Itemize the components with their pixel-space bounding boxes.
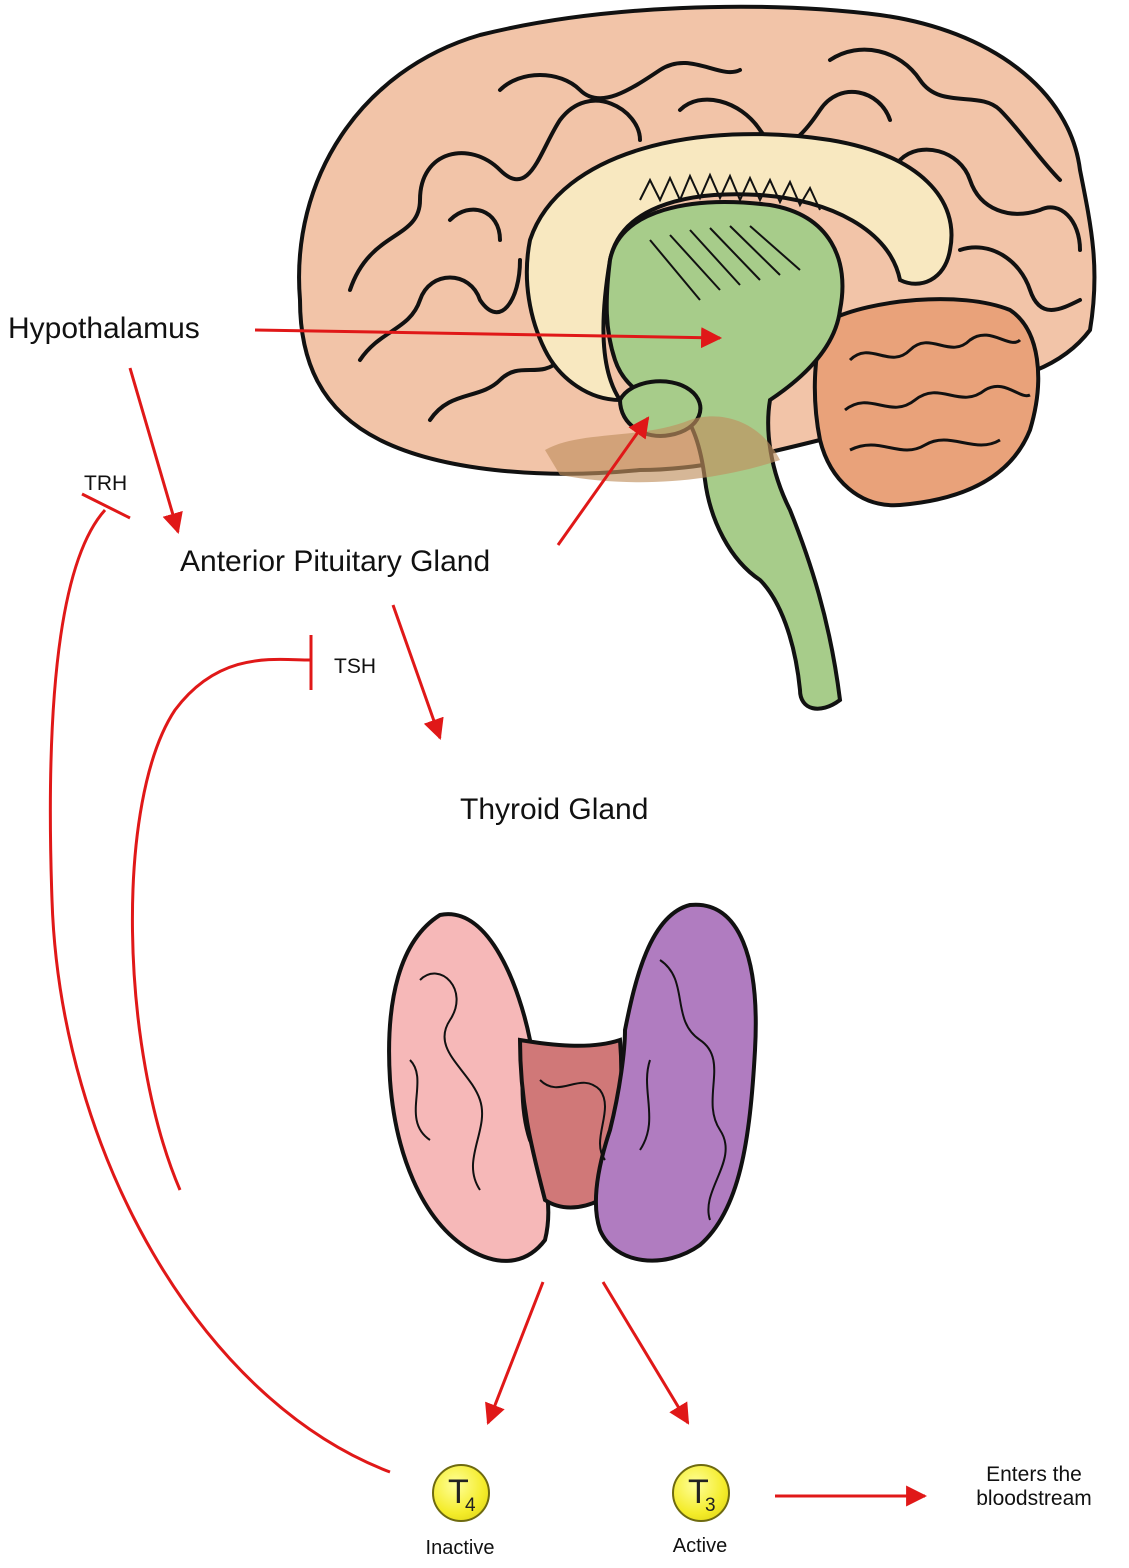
t3-caption: Active [640,1535,760,1558]
arrows [50,330,925,1496]
anterior-pituitary-label: Anterior Pituitary Gland [180,545,490,579]
t4-hormone-badge: T 4 [432,1464,490,1522]
arrow-pituitary-to-thyroid [393,605,440,738]
t4-caption: Inactive [400,1537,520,1560]
tsh-label: TSH [334,655,376,679]
bloodstream-label-line2: bloodstream [944,1487,1124,1511]
arrow-thyroid-to-t3 [603,1282,688,1423]
feedback-t4-to-tsh [132,659,310,1190]
cerebellum [815,299,1038,505]
thyroid-gland-label: Thyroid Gland [460,793,648,827]
brain-illustration [299,7,1094,709]
hypothalamus-label: Hypothalamus [8,312,200,346]
bloodstream-label: Enters the bloodstream [944,1463,1124,1511]
t3-hormone-badge: T 3 [672,1464,730,1522]
bloodstream-label-line1: Enters the [944,1463,1124,1487]
trh-label: TRH [84,472,127,496]
t3-subscript: 3 [705,1495,716,1517]
arrow-thyroid-to-t4 [488,1282,543,1423]
arrow-hypothalamus-to-pituitary [130,368,178,532]
thyroid-illustration [389,905,756,1261]
t4-subscript: 4 [465,1495,476,1517]
thyroid-right-lobe [596,905,756,1261]
inhibition-bar-trh [82,494,130,518]
